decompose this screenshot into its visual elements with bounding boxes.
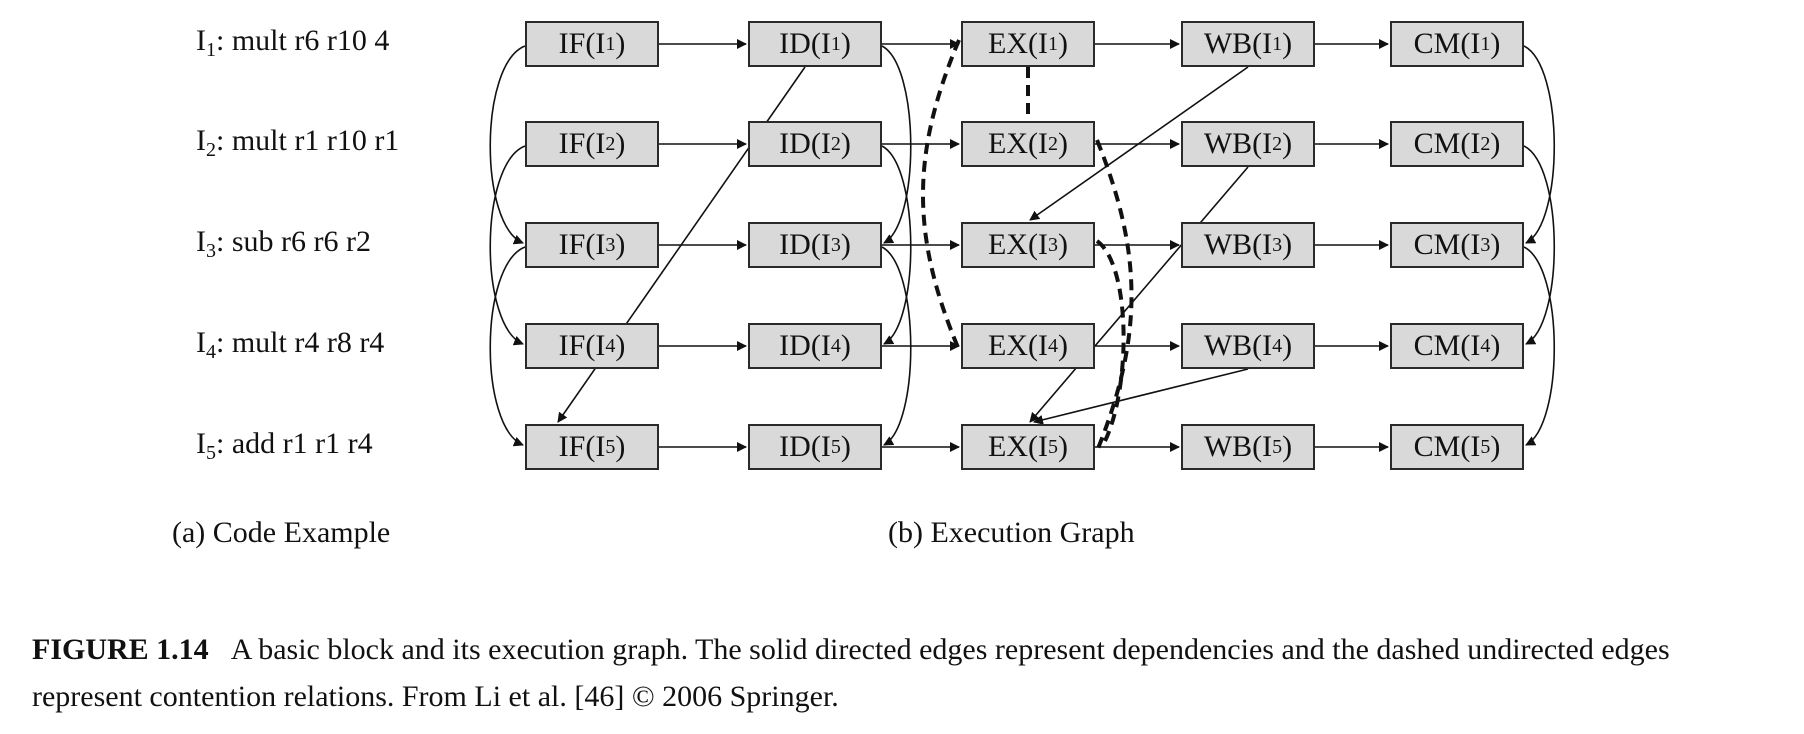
instruction-label: I [196,326,206,359]
contention-edge-ex3-ex5 [1095,239,1126,442]
dependency-edge-commit-window [1523,246,1556,446]
instruction-index: 2 [206,139,216,161]
instruction-index: 1 [206,39,216,61]
dependency-edge-fetch-window [489,145,526,346]
subcaption-code-example: (a) Code Example [172,516,391,549]
figure-label: FIGURE 1.14 [32,633,209,666]
instruction-index: 4 [206,341,216,363]
dependency-edge-wb4-ex5 [1033,368,1249,425]
contention-edge-ex1-ex4 [921,39,961,351]
contention-edge-ex2-ex5 [1095,139,1134,452]
dependency-edge-decode-window [881,145,912,345]
instruction-text: : sub r6 r6 r2 [216,225,371,258]
caption-text: A basic block and its execution graph. T… [32,633,1670,713]
code-line: I3: sub r6 r6 r2 [196,225,371,262]
code-line: I5: add r1 r1 r4 [196,427,373,464]
dependency-edge-fetch-window [489,45,526,245]
instruction-label: I [196,24,206,57]
dependency-edge-commit-window [1523,45,1556,244]
dependency-edge-commit-window [1523,145,1556,345]
dependency-edge-wb2-ex5 [1029,166,1249,423]
code-line: I4: mult r4 r8 r4 [196,326,385,363]
dependency-edge-wb1-ex3 [1029,66,1249,221]
dependency-edge-decode-window [881,45,912,244]
instruction-text: : mult r4 r8 r4 [216,326,385,359]
subcaption-execution-graph: (b) Execution Graph [888,516,1135,549]
dependency-edge-decode-window [881,246,912,446]
code-line: I2: mult r1 r10 r1 [196,124,400,161]
instruction-index: 3 [206,240,216,262]
instruction-text: : mult r1 r10 r1 [216,124,400,157]
instruction-label: I [196,427,206,460]
instruction-text: : add r1 r1 r4 [216,427,373,460]
dependency-edge-fetch-window [489,246,526,447]
code-line: I1: mult r6 r10 4 [196,24,390,61]
instruction-index: 5 [206,442,216,464]
instruction-label: I [196,124,206,157]
instruction-label: I [196,225,206,258]
instruction-text: : mult r6 r10 4 [216,24,390,57]
